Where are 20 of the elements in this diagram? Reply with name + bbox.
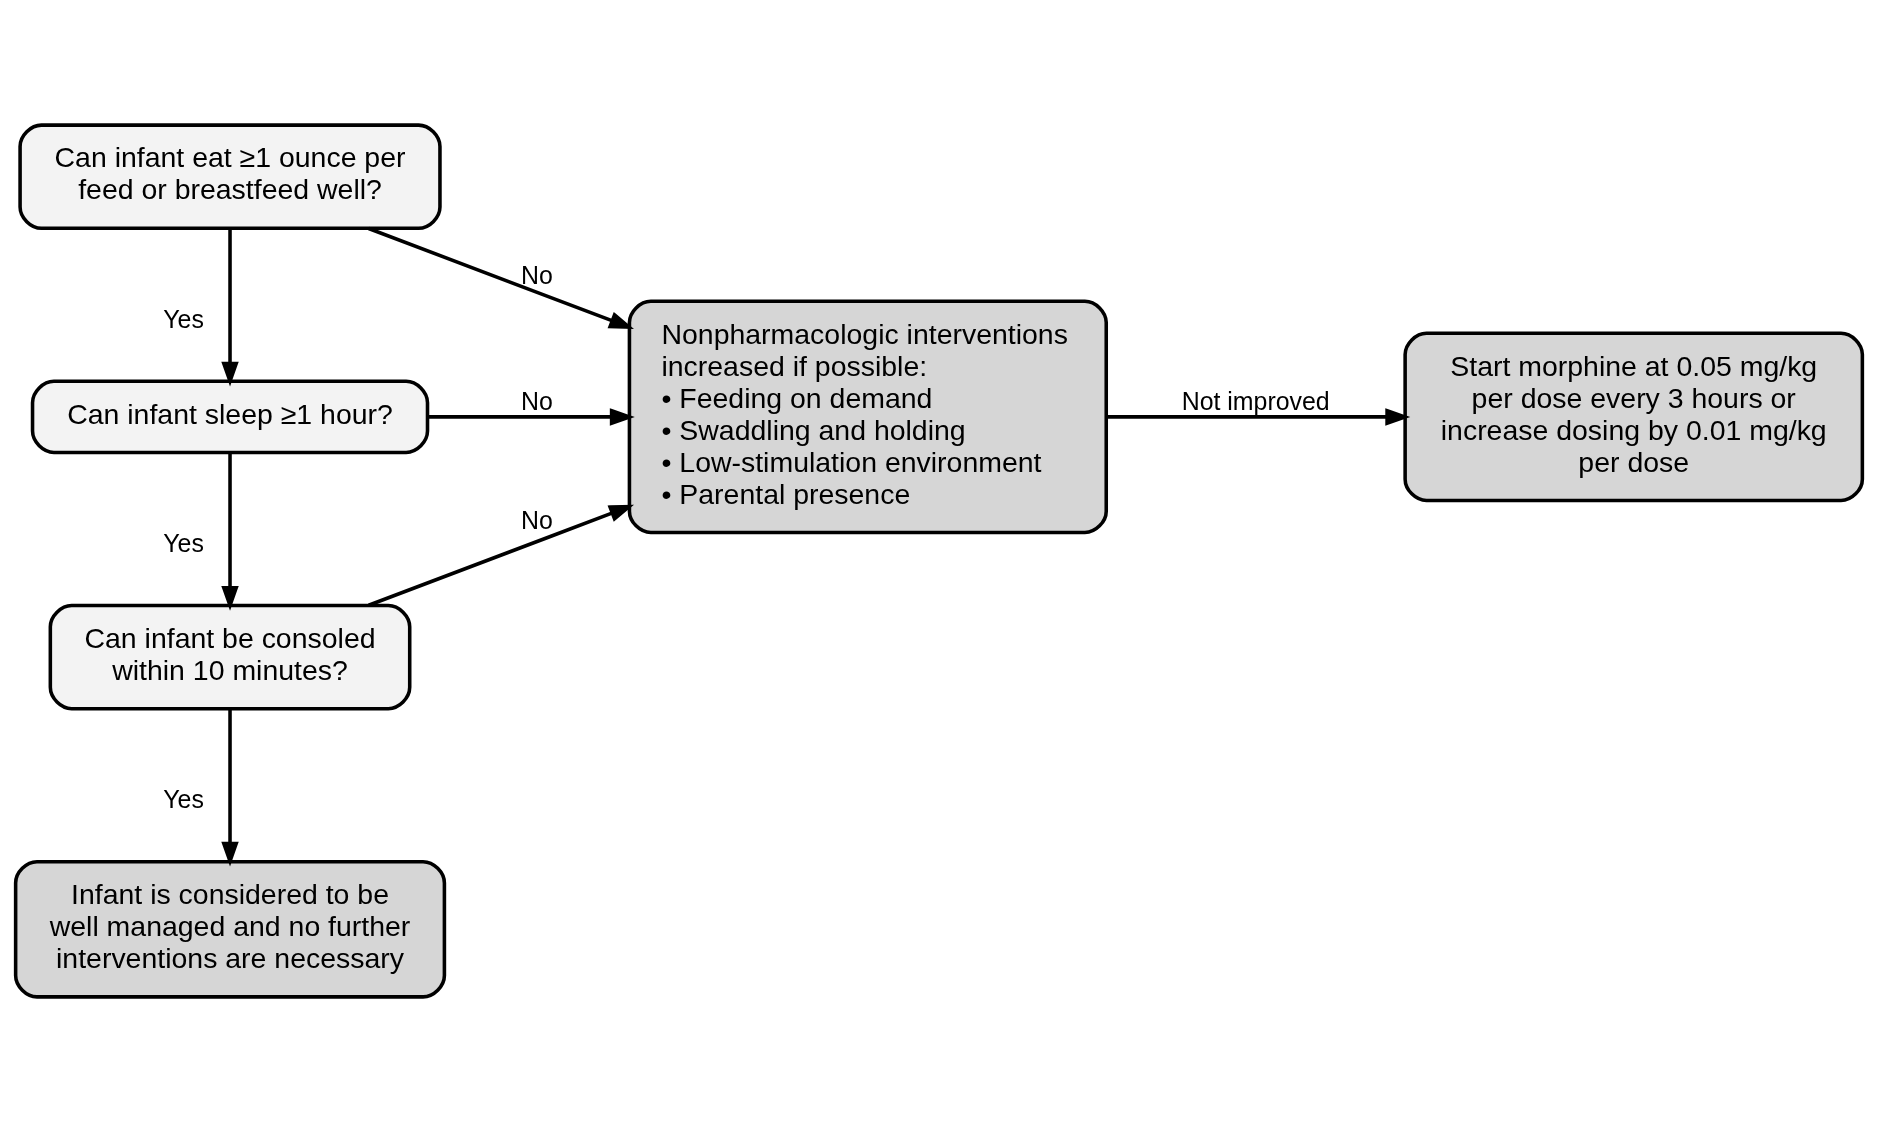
arrow <box>221 452 239 611</box>
arrow <box>368 504 634 607</box>
edge-label: No <box>521 386 553 415</box>
edge-label: No <box>521 260 553 289</box>
edge-label: Yes <box>163 528 204 557</box>
node-box: Can infant sleep ≥1 hour? <box>30 379 430 454</box>
arrow <box>221 228 239 387</box>
node-box: Can infant be consoled within 10 minutes? <box>48 603 412 710</box>
arrow <box>221 708 239 867</box>
edge-label: Not improved <box>1181 386 1330 415</box>
edge-label: Yes <box>163 784 204 813</box>
arrow <box>1106 407 1411 426</box>
node-box: Infant is considered to be well managed and no further interventions are necessary <box>13 859 447 999</box>
node-box: Can infant eat ≥1 ounce per feed or breastfeed well? <box>18 122 442 230</box>
edge-label: No <box>521 505 553 534</box>
arrow <box>368 226 634 329</box>
edge-label: Yes <box>163 304 204 333</box>
node-box: Start morphine at 0.05 mg/kg per dose every 3 hours or increase dosing by 0.01 mg/kg per dose <box>1403 331 1865 502</box>
node-box: Nonpharmacologic interventions increased if possible: • Feeding on demand • Swaddling and holding • Low-stimulation environment • Parental presence <box>627 298 1108 534</box>
arrow <box>428 407 635 426</box>
